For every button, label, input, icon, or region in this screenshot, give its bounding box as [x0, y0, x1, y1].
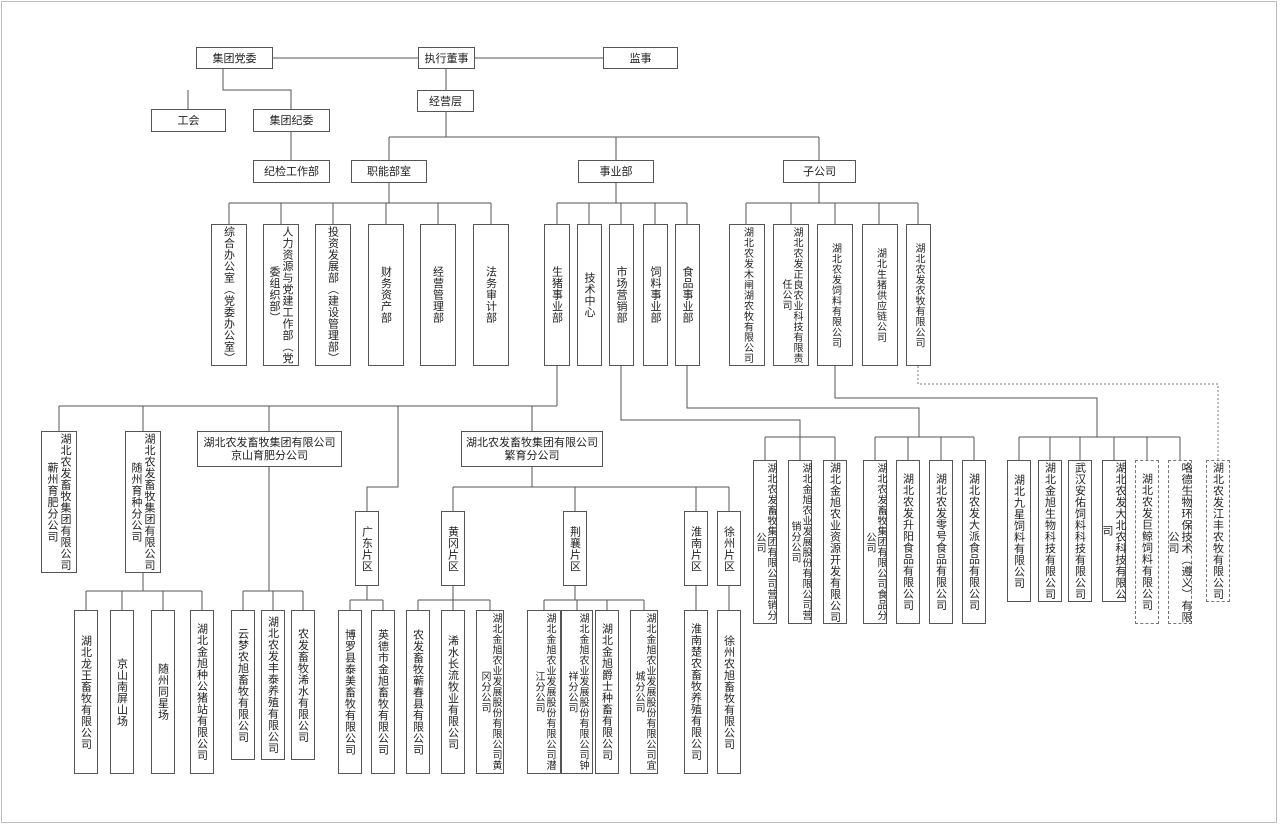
food-co-2: 湖北农发升阳食品有限公司: [896, 460, 920, 624]
suizhou-farm-2: 京山南屏山场: [110, 610, 134, 774]
pig-branch-jingshan: 湖北农发畜牧集团有限公司 京山育肥分公司: [197, 431, 342, 467]
region-huainan: 淮南片区: [684, 511, 708, 586]
inspection-dept-box: 纪检工作部: [253, 160, 330, 183]
region-xuzhou: 徐州片区: [717, 511, 741, 586]
division-tech-center: 技术中心: [577, 224, 602, 366]
management-box: 经营层: [417, 90, 474, 112]
region-guangdong: 广东片区: [355, 511, 379, 586]
suizhou-farm-4: 湖北金旭种公猪站有限公司: [190, 610, 214, 774]
marketing-co-1: 湖北农发畜牧集团有限公司营销分公司: [753, 460, 777, 624]
functional-dept-4: 财务资产部: [368, 224, 404, 366]
feed-co-3: 武汉安佑饲料科技有限公司: [1068, 460, 1092, 602]
region-huanggang: 黄冈片区: [441, 511, 465, 586]
suizhou-farm-3: 随州同星场: [151, 610, 175, 774]
jingxiang-farm-3: 湖北金旭爵士种畜有限公司: [595, 610, 619, 774]
union-box: 工会: [151, 109, 226, 132]
executive-director-box: 执行董事: [418, 47, 475, 69]
division-marketing: 市场营销部: [609, 224, 634, 366]
pig-branch-breeding: 湖北农发畜牧集团有限公司 繁育分公司: [461, 431, 603, 467]
jingxiang-farm-4: 湖北金旭农业发展股份有限公司宜城分公司: [630, 610, 658, 774]
division-pig: 生猪事业部: [544, 224, 570, 366]
jingshan-farm-1: 云梦农旭畜牧有限公司: [231, 610, 255, 760]
huanggang-farm-2: 浠水长流牧业有限公司: [441, 610, 465, 774]
suizhou-farm-1: 湖北龙王畜牧有限公司: [74, 610, 98, 774]
functional-depts-box: 职能部室: [351, 160, 427, 183]
subsidiary-3: 湖北农发饲料有限公司: [817, 224, 853, 366]
subsidiary-1: 湖北农发木闸湖农牧有限公司: [729, 224, 765, 366]
party-committee-box: 集团党委: [196, 47, 273, 69]
marketing-co-2: 湖北金旭农业发展股份有限公司营销分公司: [788, 460, 812, 624]
functional-dept-1: 综合办公室（党委办公室）: [211, 224, 247, 366]
subsidiary-4: 湖北生猪供应链公司: [862, 224, 898, 366]
business-divisions-box: 事业部: [578, 160, 654, 183]
feed-co-4: 湖北农发大北农科技有限公司: [1101, 460, 1127, 602]
pig-branch-suizhou: 湖北农发畜牧集团有限公司 随州育种分公司: [125, 431, 161, 573]
functional-dept-2: 人力资源与党建工作部（党委组织部）: [263, 224, 299, 366]
jingxiang-farm-1: 湖北金旭农业发展股份有限公司潜江分公司: [527, 610, 561, 774]
subsidiaries-box: 子公司: [783, 160, 856, 183]
functional-dept-3: 投资发展部（建设管理部）: [315, 224, 351, 366]
pig-branch-qizhou: 湖北农发畜牧集团有限公司 蕲州育肥分公司: [41, 431, 77, 573]
supervisor-box: 监事: [603, 47, 678, 69]
huainan-farm-1: 淮南楚农畜牧养殖有限公司: [684, 610, 708, 774]
huanggang-farm-3: 湖北金旭农业发展股份有限公司黄冈分公司: [476, 610, 504, 774]
feed-co-1: 湖北九星饲料有限公司: [1007, 460, 1031, 602]
jingxiang-farm-2: 湖北金旭农业发展股份有限公司钟祥分公司: [561, 610, 593, 774]
jingshan-farm-2: 湖北农发丰泰养殖有限公司: [261, 610, 285, 760]
marketing-co-3: 湖北金旭农业资源开发有限公司: [823, 460, 847, 624]
division-food: 食品事业部: [675, 224, 700, 366]
feed-co-5: 湖北农发巨鲸饲料有限公司: [1135, 460, 1159, 624]
guangdong-farm-2: 英德市金旭畜牧有限公司: [371, 610, 395, 774]
subsidiary-2: 湖北农发正良农业科技有限责任公司: [773, 224, 809, 366]
functional-dept-6: 法务审计部: [473, 224, 509, 366]
guangdong-farm-1: 博罗县泰美畜牧有限公司: [338, 610, 362, 774]
xuzhou-farm-1: 徐州农旭畜牧有限公司: [717, 610, 741, 774]
food-co-4: 湖北农发大派食品有限公司: [962, 460, 986, 624]
division-feed: 饲料事业部: [643, 224, 668, 366]
feed-co-2: 湖北金旭生物科技有限公司: [1038, 460, 1062, 602]
muzha-co-1: 湖北农发江丰农牧有限公司: [1206, 460, 1230, 602]
functional-dept-5: 经营管理部: [420, 224, 456, 366]
food-co-3: 湖北农发零号食品有限公司: [929, 460, 953, 624]
region-jingxiang: 荆襄片区: [563, 511, 587, 586]
feed-co-6: 咯德生物环保技术（遵义）有限公司: [1167, 460, 1193, 624]
food-co-1: 湖北农发畜牧集团有限公司食品分公司: [863, 460, 887, 624]
jingshan-farm-3: 农发畜牧浠水有限公司: [291, 610, 315, 760]
subsidiary-5: 湖北农发农牧有限公司: [906, 224, 931, 366]
discipline-committee-box: 集团纪委: [253, 109, 330, 132]
huanggang-farm-1: 农发畜牧蕲春县有限公司: [406, 610, 430, 774]
